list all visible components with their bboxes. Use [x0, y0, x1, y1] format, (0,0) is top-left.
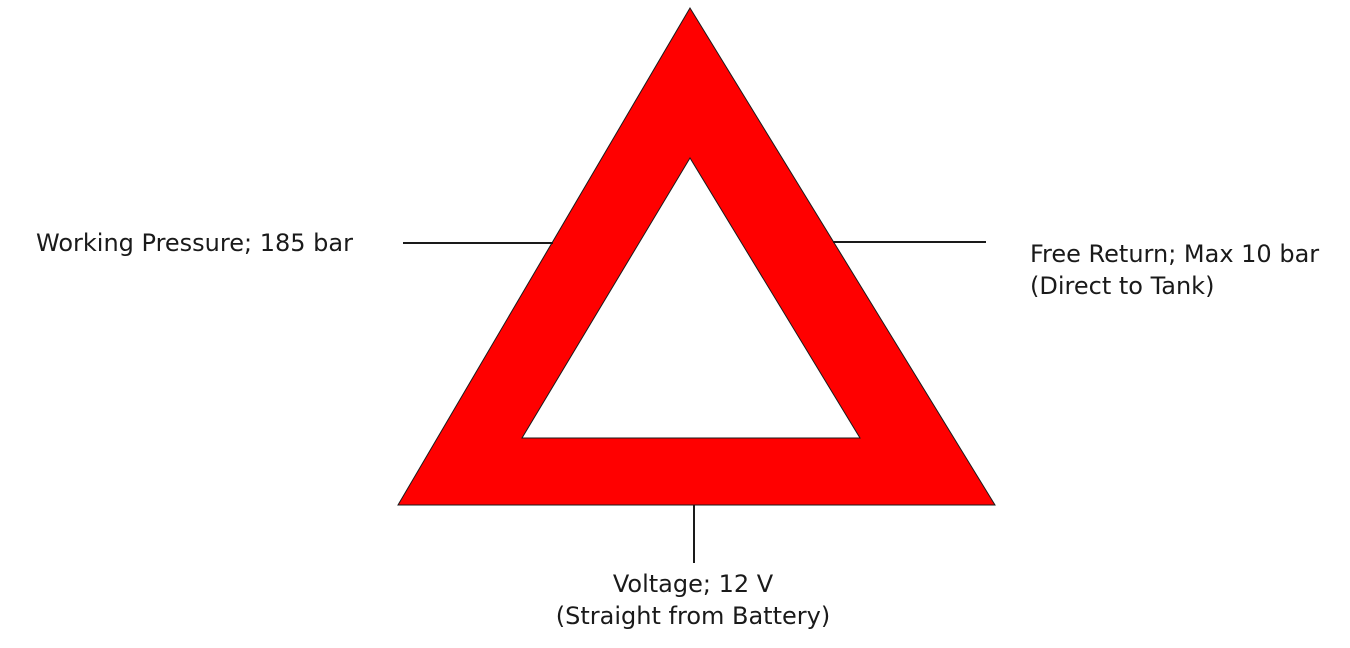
working-pressure-text: Working Pressure; 185 bar	[36, 229, 353, 257]
free-return-text: Free Return; Max 10 bar	[1030, 240, 1320, 268]
voltage-label: Voltage; 12 V (Straight from Battery)	[543, 568, 843, 632]
working-pressure-label: Working Pressure; 185 bar	[36, 227, 353, 259]
voltage-text: Voltage; 12 V	[612, 570, 774, 598]
free-return-label: Free Return; Max 10 bar (Direct to Tank)	[1030, 238, 1319, 302]
free-return-subtext: (Direct to Tank)	[1030, 272, 1215, 300]
red-triangle-frame	[397, 7, 996, 506]
voltage-subtext: (Straight from Battery)	[555, 602, 831, 630]
